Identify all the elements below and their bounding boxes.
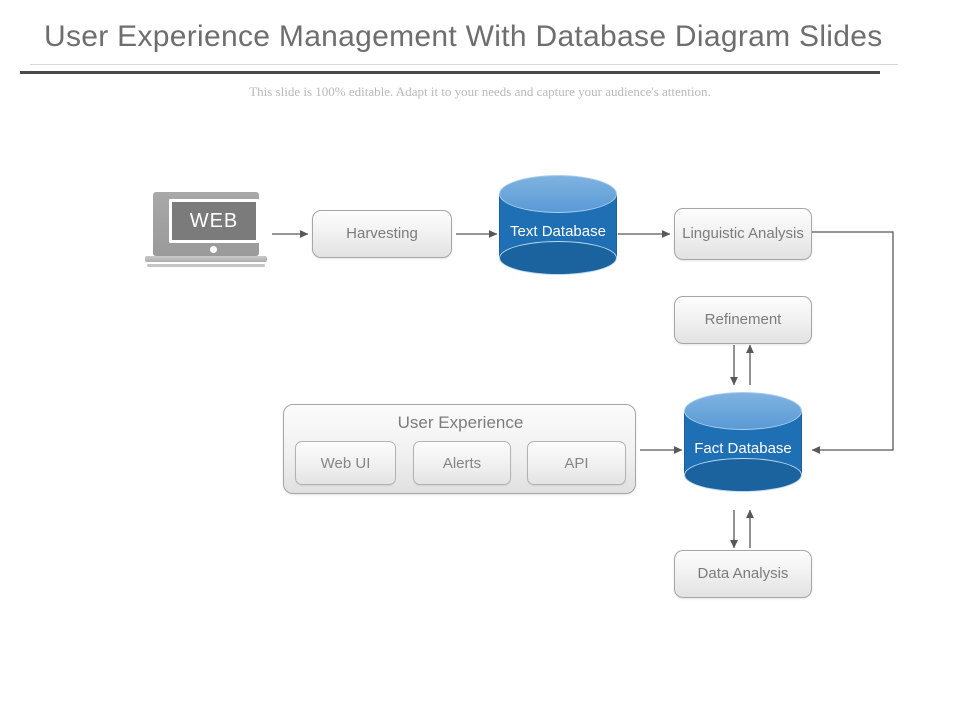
laptop-screen: WEB: [169, 199, 259, 243]
fact-database-base: [684, 458, 802, 492]
fact-database-top: [684, 392, 802, 430]
node-alerts[interactable]: Alerts: [413, 441, 511, 485]
fact-database-label: Fact Database: [694, 440, 792, 457]
laptop-trackpad-dot: [210, 246, 217, 253]
text-database-cylinder[interactable]: Text Database: [499, 175, 617, 293]
page-subtitle: This slide is 100% editable. Adapt it to…: [249, 84, 711, 99]
text-database-label: Text Database: [510, 223, 606, 240]
connector-linguistic-analysis-to-fact-database: [811, 231, 894, 454]
fact-database-cylinder[interactable]: Fact Database: [684, 392, 802, 510]
laptop-lid: WEB: [153, 192, 259, 256]
page-title: User Experience Management With Database…: [44, 20, 883, 53]
user-experience-group: User Experience Web UI Alerts API: [283, 404, 636, 494]
title-divider-light: [30, 64, 898, 65]
web-laptop-icon: WEB: [145, 192, 267, 277]
user-experience-title: User Experience: [397, 413, 524, 432]
text-database-top: [499, 175, 617, 213]
node-api[interactable]: API: [527, 441, 626, 485]
laptop-base-lower: [147, 264, 265, 267]
text-database-base: [499, 241, 617, 275]
laptop-base-upper: [145, 256, 267, 262]
node-linguistic-analysis[interactable]: Linguistic Analysis: [674, 208, 812, 260]
node-harvesting[interactable]: Harvesting: [312, 210, 452, 258]
web-label: WEB: [189, 209, 239, 232]
node-data-analysis[interactable]: Data Analysis: [674, 550, 812, 598]
node-refinement[interactable]: Refinement: [674, 296, 812, 344]
node-web-ui[interactable]: Web UI: [295, 441, 396, 485]
title-divider-dark: [20, 71, 880, 74]
